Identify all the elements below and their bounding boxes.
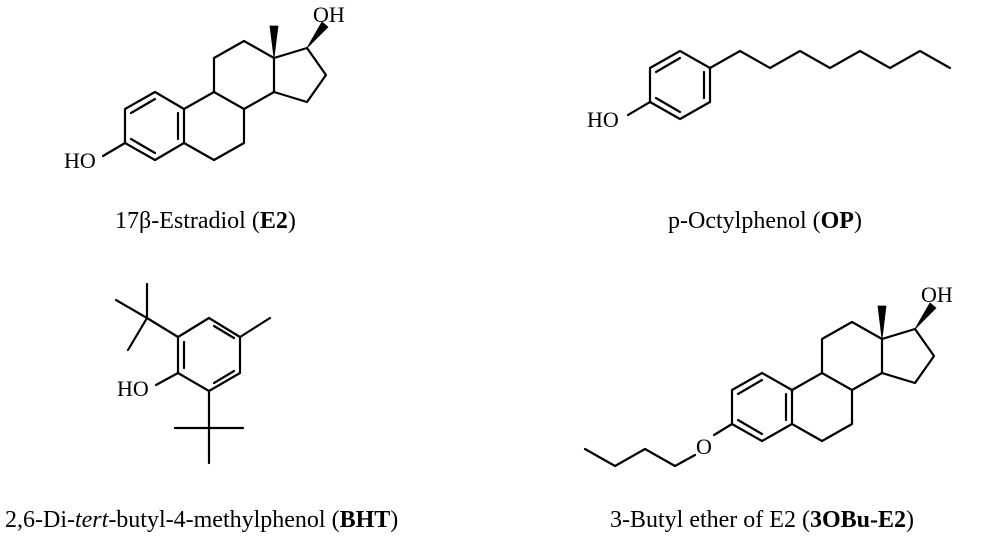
bht-caption: 2,6-Di-tert-butyl-4-methylphenol (BHT) — [5, 507, 398, 533]
e2-caption: 17β-Estradiol (E2) — [115, 208, 296, 234]
obu-oh-label: OH — [921, 282, 953, 307]
op-structure — [626, 49, 952, 121]
e2-structure — [101, 21, 329, 162]
obu-e2-structure — [583, 302, 937, 468]
op-ho-label: HO — [587, 107, 619, 132]
bht-structure — [114, 282, 272, 465]
e2-oh-label: OH — [313, 2, 345, 27]
e2-ho-label: HO — [64, 148, 96, 173]
obu-o-label: O — [696, 434, 712, 459]
op-caption: p-Octylphenol (OP) — [668, 208, 862, 234]
obu-e2-caption: 3-Butyl ether of E2 (3OBu-E2) — [610, 507, 914, 533]
bht-ho-label: HO — [117, 376, 149, 401]
